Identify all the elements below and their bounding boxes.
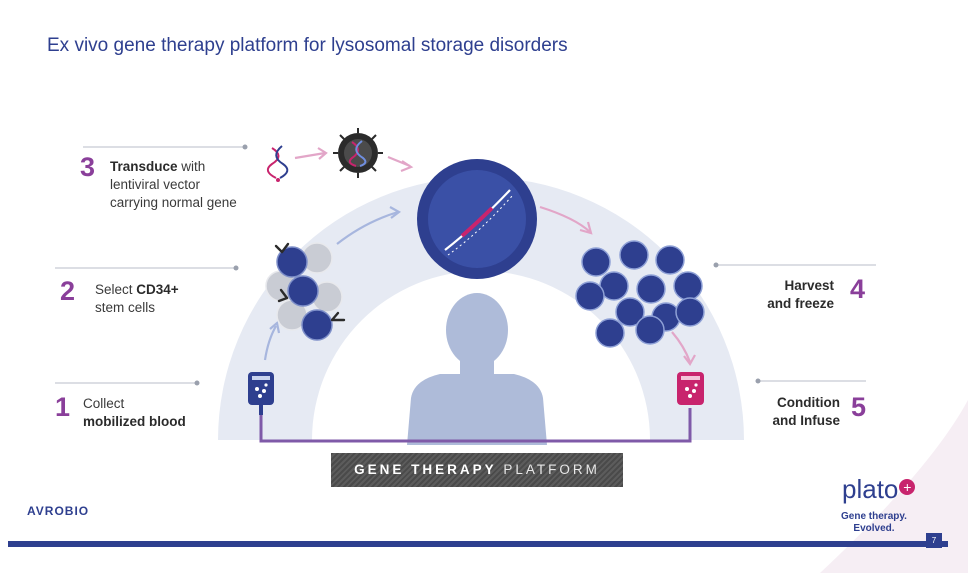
arrow-harvest-to-infuse [671,331,692,363]
step-1-line1: Collect [83,396,125,411]
plato-logo-text: plato [842,474,899,504]
step-5-number: 5 [851,392,867,422]
infusion-tube [259,408,692,443]
avrobio-logo: AVROBIO [27,504,90,518]
step-3-number: 3 [80,152,96,182]
tagline-line2: Evolved. [853,523,895,534]
arrow-dna-to-vector [294,151,326,160]
arrow-select-to-transduce [336,210,399,245]
step-3-bold: Transduce [110,159,178,174]
blood-bag-icon [248,372,274,415]
page-number: 7 [926,533,942,548]
cell-nucleus-icon [417,159,537,279]
step-4-text: Harvest and freeze [744,277,834,313]
tagline-line1: Gene therapy. [841,511,907,522]
step-2-line1: Select [95,282,137,297]
process-arch [218,177,744,440]
step-2-number: 2 [60,276,76,306]
step-1-bold: mobilized blood [83,414,186,429]
step-2-line2: stem cells [95,300,156,315]
arrow-collect-to-select [263,325,277,361]
step-5-line2: and Infuse [772,413,840,428]
lentiviral-vector-icon [333,128,383,178]
harvested-cells-cluster [575,240,705,348]
infusion-bag-icon [677,372,704,405]
plato-plus-icon: + [899,479,916,495]
step-5-text: Condition and Infuse [744,394,840,430]
step-3-line3: carrying normal gene [110,195,237,210]
slide-title: Ex vivo gene therapy platform for lysoso… [47,35,568,56]
dna-strand-icon [266,145,289,182]
step-1-text: Collect mobilized blood [83,395,186,431]
arrow-nucleus-to-harvest [539,205,591,233]
step-2-text: Select CD34+ stem cells [95,281,179,317]
platform-banner: GENE THERAPY PLATFORM [331,453,623,487]
step-2-bold: CD34+ [136,282,179,297]
step-4-number: 4 [850,274,866,304]
step-3-line2: lentiviral vector [110,177,201,192]
plato-tagline: Gene therapy. Evolved. [831,511,917,535]
step-1-number: 1 [55,392,71,422]
banner-light-text: PLATFORM [503,462,600,477]
step-4-line1: Harvest [784,278,834,293]
step-4-line2: and freeze [767,296,834,311]
step-5-line1: Condition [777,395,840,410]
stem-cell-cluster [265,242,346,341]
footer-bar [8,541,948,547]
plato-logo: plato+ [842,474,916,505]
step-3-text: Transduce with lentiviral vector carryin… [110,158,237,212]
step-3-line1: with [177,159,206,174]
banner-bold-text: GENE THERAPY [354,462,497,477]
patient-silhouette-icon [407,293,547,445]
